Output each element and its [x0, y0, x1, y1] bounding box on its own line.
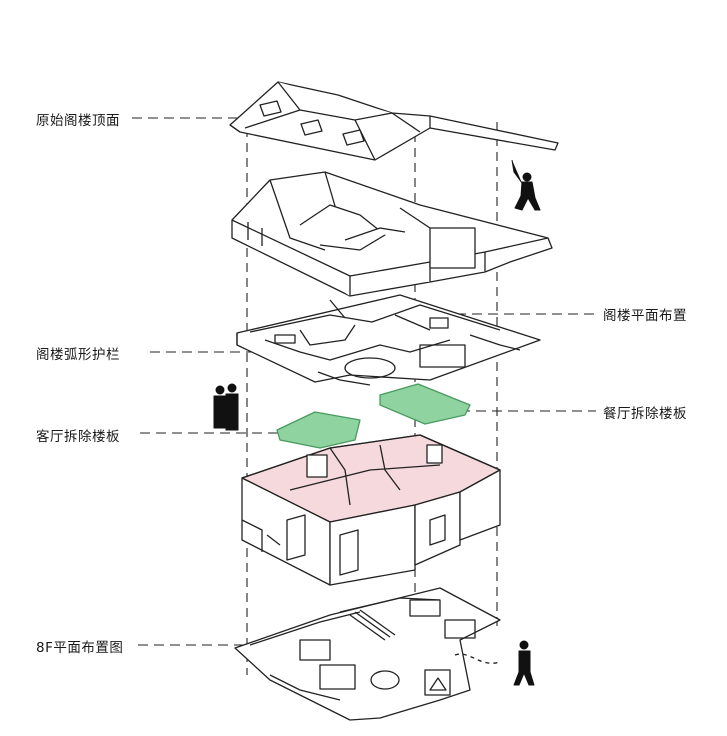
couple-icon: [213, 383, 239, 431]
living-removed-slab: [276, 411, 361, 449]
walking-person-icon: [513, 640, 535, 686]
callout-dining-floor-removed: 餐厅拆除楼板: [603, 406, 687, 422]
person-icon: [511, 159, 541, 211]
callout-attic-plan: 阁楼平面布置: [603, 308, 687, 324]
floor-8f-plan: [234, 587, 501, 721]
attic-roof-layer: [229, 81, 559, 161]
callout-attic-railing: 阁楼弧形护栏: [36, 347, 120, 363]
attic-plan-layer: [236, 294, 541, 386]
removed-slabs: [276, 383, 471, 449]
callout-living-floor-removed: 客厅拆除楼板: [36, 429, 120, 445]
floor-8f-structure: [241, 434, 501, 586]
attic-volume-layer: [231, 171, 553, 297]
callout-8f-plan: 8F平面布置图: [36, 640, 124, 656]
callout-attic-roof: 原始阁楼顶面: [36, 113, 120, 129]
dining-removed-slab: [379, 383, 471, 425]
